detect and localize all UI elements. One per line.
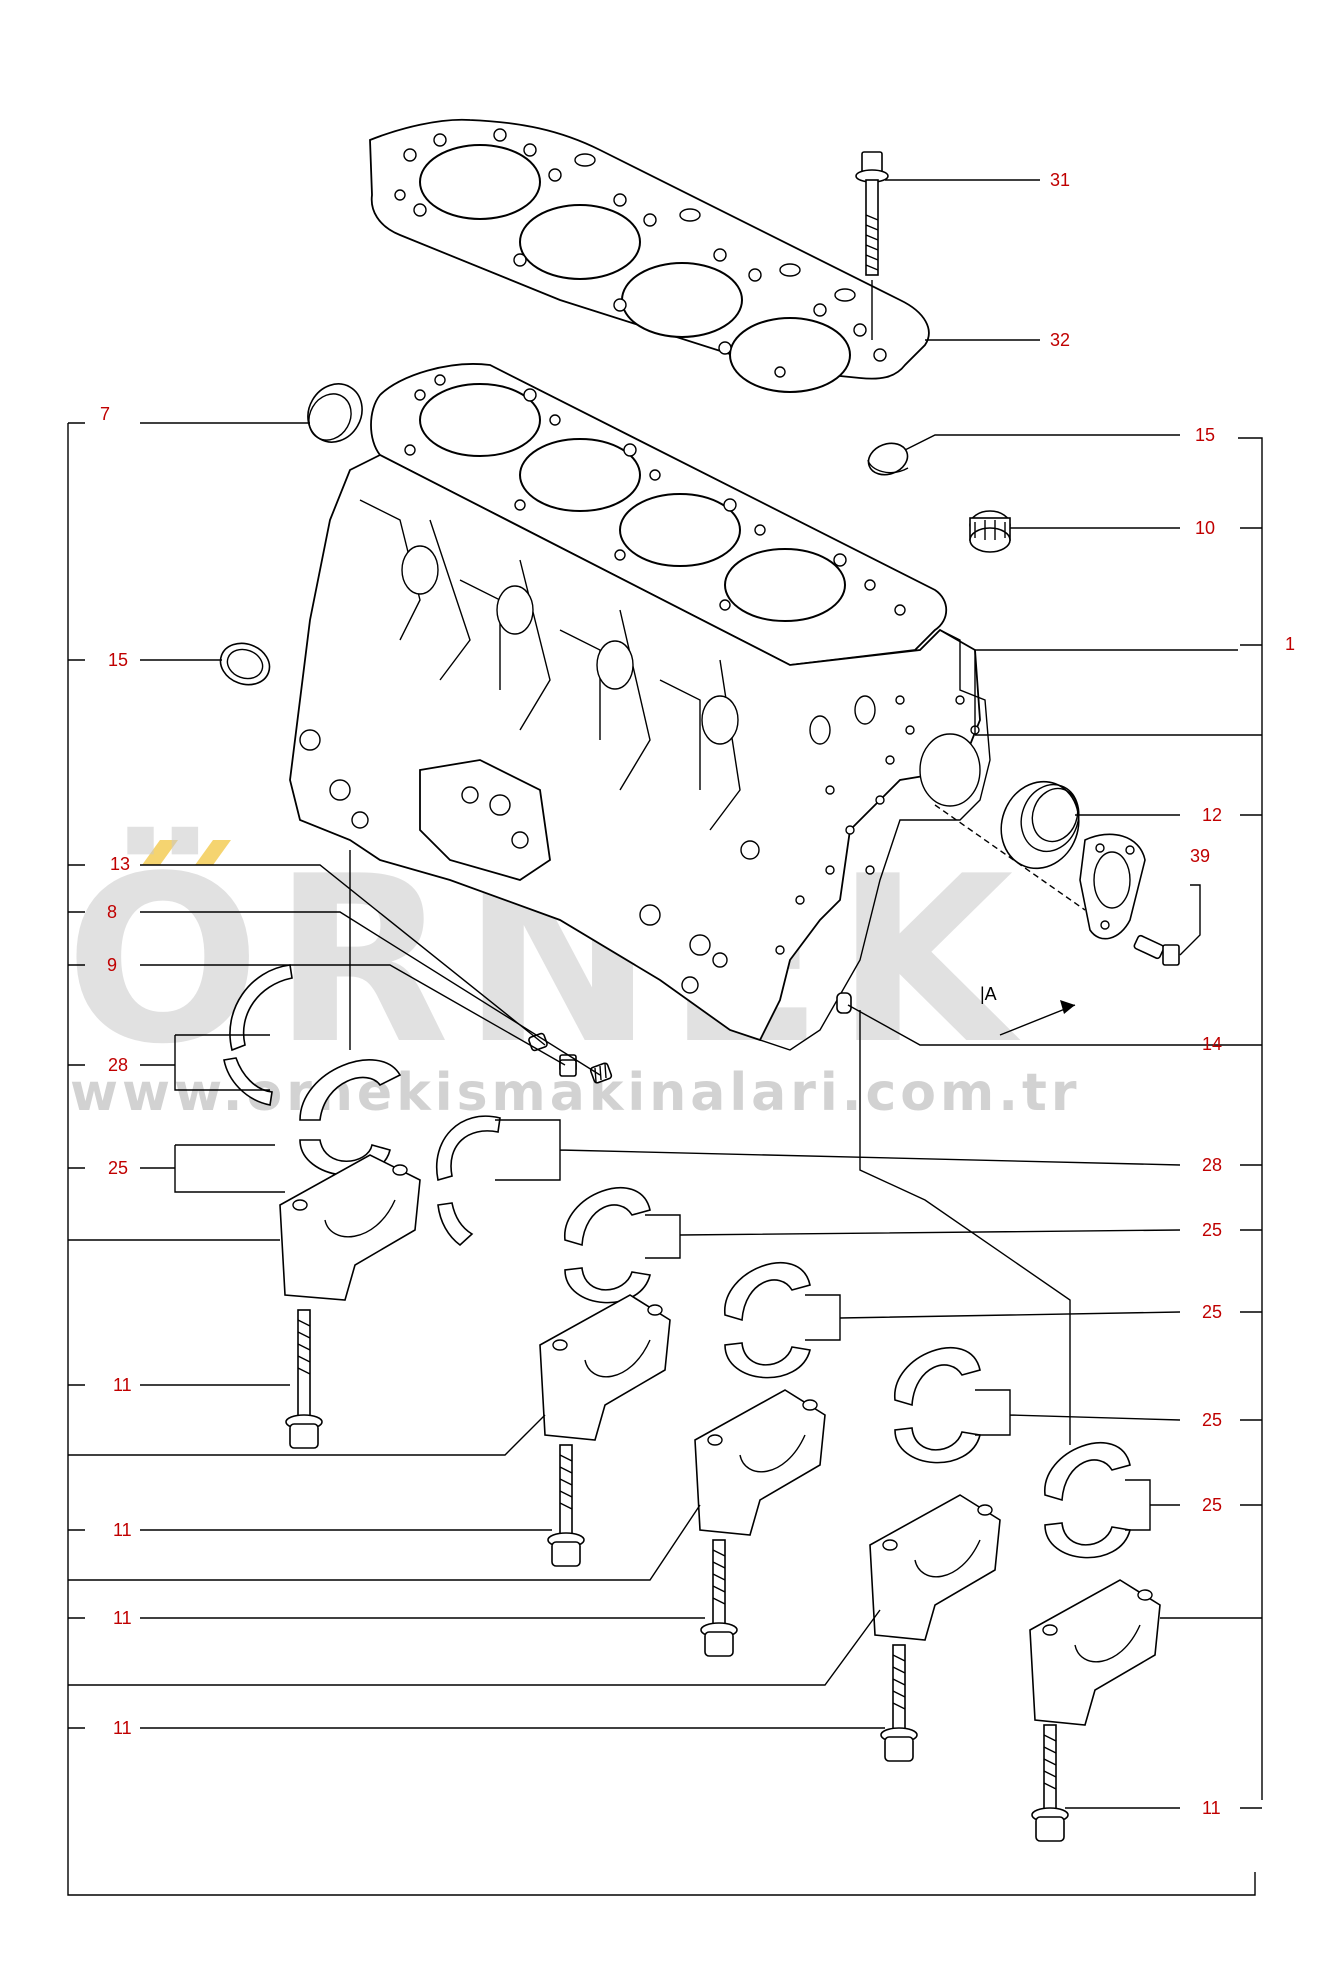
callout-14: 14 (1202, 1034, 1222, 1054)
cover-bolt-39 (1133, 934, 1180, 966)
callout-25-shell-3: 25 (1202, 1302, 1222, 1322)
seal-15-left (219, 642, 271, 686)
callout-11-bolt-3: 11 (113, 1608, 132, 1628)
callout-31: 31 (1050, 170, 1070, 190)
cap-bolt-3 (700, 1539, 738, 1657)
bearing-cap-2 (539, 1294, 671, 1441)
thrust-washers-left (223, 964, 293, 1106)
cap-bolt-2 (547, 1444, 585, 1567)
expansion-plug-7 (307, 383, 363, 443)
bearing-shell-3 (724, 1261, 811, 1379)
expansion-plug-15-right (867, 442, 909, 476)
cylinder-block (289, 363, 991, 1051)
callout-11-bolt-1: 11 (113, 1375, 132, 1395)
view-reference-a: |A (980, 984, 997, 1004)
callout-32: 32 (1050, 330, 1070, 350)
callout-39: 39 (1190, 846, 1210, 866)
callout-labels: 31 32 7 15 10 15 1 12 39 13 8 9 14 28 25… (100, 170, 1295, 1818)
callout-10: 10 (1195, 518, 1215, 538)
bearing-cap-5 (1029, 1579, 1161, 1726)
bearing-cap-1 (279, 1154, 421, 1301)
bearing-cap-3 (694, 1389, 826, 1536)
callout-15-left: 15 (108, 650, 128, 670)
callout-13: 13 (110, 854, 130, 874)
callout-25-shell-5: 25 (1202, 1495, 1222, 1515)
callout-1: 1 (1285, 634, 1295, 654)
callout-28-right: 28 (1202, 1155, 1222, 1175)
callout-9: 9 (107, 955, 117, 975)
thrust-washers-right (435, 1115, 501, 1247)
callout-25-shell-2: 25 (1202, 1220, 1222, 1240)
head-bolt (855, 151, 889, 340)
rear-oil-seal-12 (1000, 780, 1080, 870)
callout-11-bolt-2: 11 (113, 1520, 132, 1540)
cap-bolt-1 (285, 1309, 323, 1449)
cap-bolt-5 (1031, 1724, 1069, 1842)
callout-12: 12 (1202, 805, 1222, 825)
leader-lines (67, 179, 1263, 1896)
bearing-shell-4 (894, 1346, 981, 1464)
watermark-accent (195, 840, 231, 865)
callout-8: 8 (107, 902, 117, 922)
dowel-pin-14 (836, 992, 852, 1014)
head-gasket (369, 118, 930, 393)
callout-15-right: 15 (1195, 425, 1215, 445)
callout-28-left: 28 (108, 1055, 128, 1075)
bearing-shell-5 (1044, 1441, 1131, 1559)
callout-7: 7 (100, 404, 110, 424)
plug-8 (589, 1062, 613, 1084)
callout-25-shell-4: 25 (1202, 1410, 1222, 1430)
callout-11-bolt-4: 11 (113, 1718, 132, 1738)
callout-11-bolt-5: 11 (1202, 1798, 1221, 1818)
callout-25-left: 25 (108, 1158, 128, 1178)
plug-10 (969, 510, 1011, 553)
bearing-shell-2 (564, 1186, 651, 1304)
cover-plate-39 (1079, 833, 1146, 940)
watermark-accent (142, 840, 178, 865)
cap-bolt-4 (880, 1644, 918, 1762)
bearing-cap-4 (869, 1494, 1001, 1641)
